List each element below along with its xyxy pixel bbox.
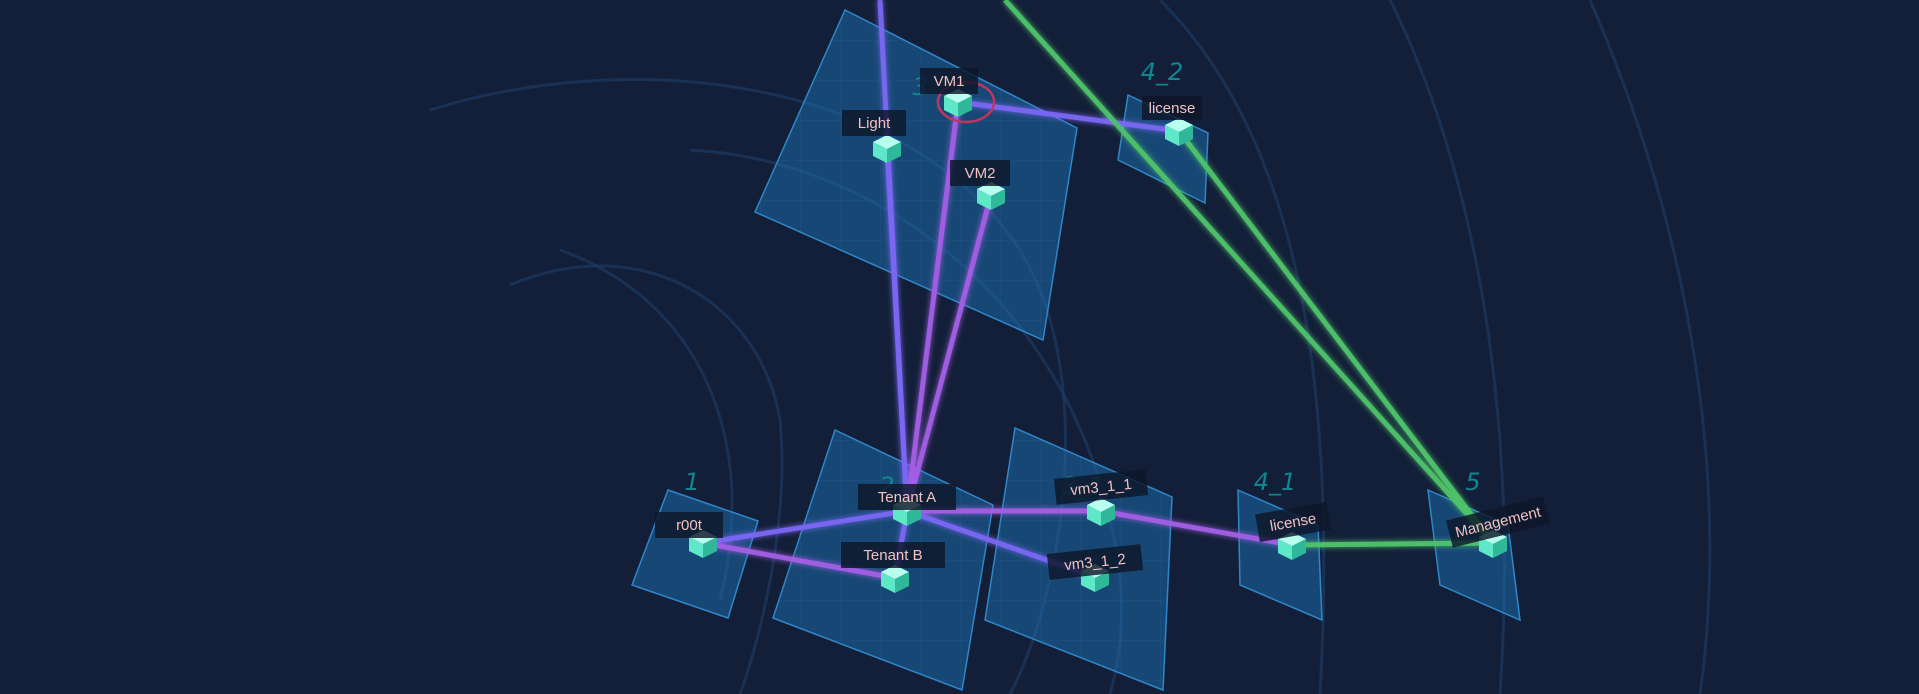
server-cube-icon — [1087, 498, 1115, 526]
node-vm2[interactable]: VM2 — [950, 160, 1010, 210]
server-cube-icon — [873, 135, 901, 163]
node-tenant_a[interactable]: Tenant A — [858, 484, 956, 526]
node-root[interactable]: r00t — [655, 512, 723, 558]
node-vm3_1_1[interactable]: vm3_1_1 — [1053, 469, 1149, 526]
node-label-text: VM2 — [965, 165, 996, 182]
node-label-vm2: VM2 — [950, 160, 1010, 186]
link-offscreen-management — [1003, 0, 1495, 545]
node-label-text: vm3_1_1 — [1069, 476, 1132, 499]
node-label-text: Tenant A — [878, 489, 936, 506]
node-license_41[interactable]: license — [1255, 501, 1331, 560]
group-label-1: 1 — [684, 468, 699, 496]
node-label-tenant_b: Tenant B — [841, 542, 945, 568]
node-light[interactable]: Light — [842, 110, 906, 163]
link-vm1-to-tenant_a[interactable] — [904, 99, 961, 514]
server-cube-icon — [1165, 118, 1193, 146]
node-label-text: license — [1149, 100, 1196, 117]
node-label-text: VM1 — [934, 73, 965, 90]
group-label-5: 5 — [1465, 468, 1480, 496]
node-label-text: Tenant B — [863, 547, 922, 564]
link-license_42-to-management[interactable] — [1176, 128, 1496, 546]
group-label-4_2: 4_2 — [1141, 58, 1184, 86]
group-panel-3[interactable] — [754, 8, 1078, 342]
node-vm3_1_2[interactable]: vm3_1_2 — [1046, 544, 1144, 592]
node-label-license_41: license — [1255, 501, 1331, 543]
node-label-tenant_a: Tenant A — [858, 484, 956, 510]
link-root-to-tenant_b[interactable] — [700, 540, 898, 581]
group-panels — [631, 8, 1521, 692]
node-label-root: r00t — [655, 512, 723, 538]
link-vm1-to-license_42[interactable] — [955, 99, 1182, 134]
node-tenant_b[interactable]: Tenant B — [841, 542, 945, 593]
link-root-to-tenant_a[interactable] — [700, 508, 910, 546]
node-vm1[interactable]: VM1 — [920, 68, 996, 124]
link-offscreen-tenant — [877, 0, 910, 512]
node-label-vm3_1_2: vm3_1_2 — [1046, 544, 1144, 580]
node-label-text: r00t — [676, 517, 703, 534]
server-cube-icon — [881, 565, 909, 593]
group-label-4_1: 4_1 — [1254, 468, 1297, 496]
link-vm2-to-tenant_a[interactable] — [904, 192, 994, 514]
node-label-license_42: license — [1142, 96, 1202, 120]
node-label-vm1: VM1 — [920, 68, 978, 94]
node-label-text: Light — [858, 115, 891, 132]
node-label-text: vm3_1_2 — [1063, 551, 1126, 574]
node-license_42[interactable]: license — [1142, 96, 1202, 146]
node-label-light: Light — [842, 110, 906, 136]
node-label-vm3_1_1: vm3_1_1 — [1053, 469, 1149, 505]
